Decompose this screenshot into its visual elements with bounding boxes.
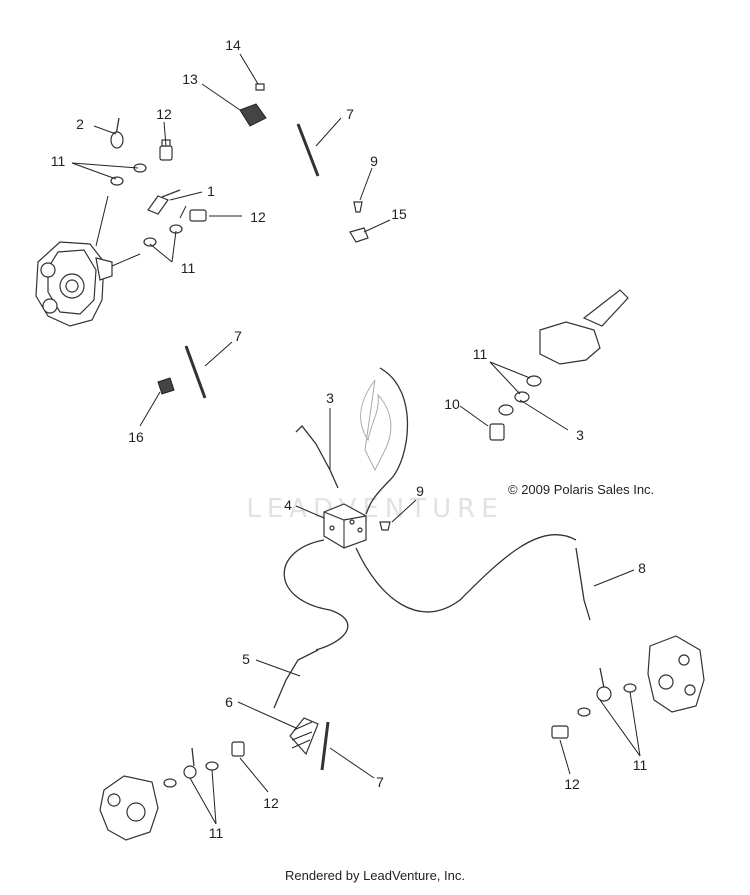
callout-11: 11 [181, 260, 196, 276]
callout-3: 3 [326, 390, 334, 406]
callout-6: 6 [225, 694, 233, 710]
junction-block [323, 503, 391, 549]
callout-7: 7 [346, 106, 354, 122]
callout-1: 1 [207, 183, 215, 199]
callout-3: 3 [576, 427, 584, 443]
leader-lines [71, 53, 641, 825]
callout-11: 11 [209, 825, 224, 841]
callout-10: 10 [444, 396, 460, 412]
watermark-text: LEADVENTURE [246, 494, 503, 524]
caliper-lower-left [99, 741, 245, 841]
fittings-upper-left [110, 117, 207, 247]
watermark-flame-icon [360, 379, 392, 472]
callout-7: 7 [376, 774, 384, 790]
callout-12: 12 [156, 106, 172, 122]
callouts: 14 13 7 2 12 11 9 1 15 12 11 7 16 3 11 1… [51, 37, 648, 841]
copyright-notice: © 2009 Polaris Sales Inc. [508, 482, 654, 497]
callout-13: 13 [182, 71, 198, 87]
callout-14: 14 [225, 37, 241, 53]
callout-12: 12 [263, 795, 279, 811]
callout-12: 12 [564, 776, 580, 792]
callout-11: 11 [633, 757, 648, 773]
callout-12: 12 [250, 209, 266, 225]
callout-5: 5 [242, 651, 250, 667]
fittings-mid-left [157, 345, 207, 399]
callout-9: 9 [370, 153, 378, 169]
caliper-upper-left [35, 241, 113, 327]
footer-credit: Rendered by LeadVenture, Inc. [285, 868, 465, 883]
callout-11: 11 [473, 346, 488, 362]
callout-16: 16 [128, 429, 144, 445]
spring-and-pin [289, 717, 330, 771]
brake-lines [273, 367, 591, 709]
master-cylinder [489, 289, 629, 441]
callout-8: 8 [638, 560, 646, 576]
callout-4: 4 [284, 497, 292, 513]
fittings-top [239, 83, 369, 243]
callout-7: 7 [234, 328, 242, 344]
caliper-lower-right [551, 635, 705, 739]
callout-11: 11 [51, 153, 66, 169]
callout-15: 15 [391, 206, 407, 222]
callout-9: 9 [416, 483, 424, 499]
callout-2: 2 [76, 116, 84, 132]
watermark: LEADVENTURE [246, 379, 503, 524]
